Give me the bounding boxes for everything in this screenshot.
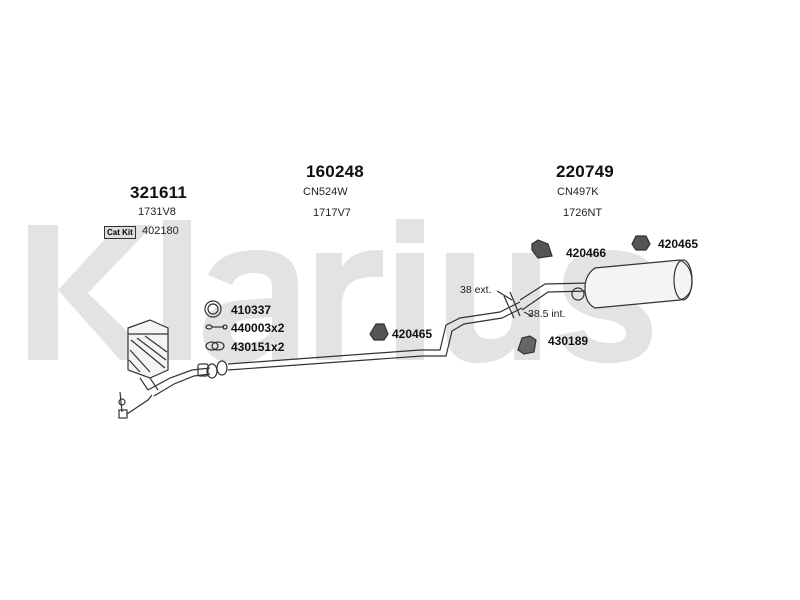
- fitting-420466-drawing: [531, 239, 553, 259]
- centre-pipe-drawing: [227, 301, 523, 371]
- fitting-420465-rear-drawing: [631, 235, 651, 251]
- cat-kit-badge: Cat Kit: [104, 226, 136, 239]
- catalytic-converter-drawing: [127, 319, 169, 391]
- fitting-ref-420465-rear: 420465: [658, 237, 699, 251]
- oem-code-rear-silencer-2: 1726NT: [563, 207, 603, 219]
- rear-silencer-drawing: [503, 259, 693, 319]
- oem-code-centre-pipe-2: 1717V7: [313, 207, 351, 219]
- oem-code-rear-silencer-1: CN497K: [557, 186, 599, 198]
- part-number-centre-pipe: 160248: [306, 162, 364, 181]
- cat-kit-number: 402180: [142, 225, 179, 237]
- fitting-410337-drawing: [204, 300, 222, 318]
- fitting-440003-drawing: [205, 324, 228, 330]
- part-number-catalyst: 321611: [130, 183, 187, 202]
- fitting-420465-mid-drawing: [369, 323, 389, 341]
- lambda-sensor-drawing: [118, 391, 153, 419]
- oem-code-centre-pipe-1: CN524W: [303, 186, 348, 198]
- klarius-watermark-logo: [28, 219, 658, 363]
- dimension-int: 38.5 int.: [528, 308, 566, 320]
- fitting-ref-430151: 430151x2: [231, 340, 285, 354]
- fitting-ref-410337: 410337: [231, 303, 272, 317]
- oem-code-catalyst: 1731V8: [138, 206, 176, 218]
- fitting-ref-440003: 440003x2: [231, 321, 285, 335]
- fitting-430189-drawing: [517, 335, 537, 355]
- part-number-rear-silencer: 220749: [556, 162, 614, 181]
- fitting-ref-430189: 430189: [548, 334, 589, 348]
- front-pipe-drawing: [147, 360, 228, 397]
- dimension-ext: 38 ext.: [460, 284, 492, 296]
- fitting-430151-drawing: [205, 341, 225, 351]
- fitting-ref-420465-mid: 420465: [392, 327, 433, 341]
- fitting-ref-420466: 420466: [566, 246, 607, 260]
